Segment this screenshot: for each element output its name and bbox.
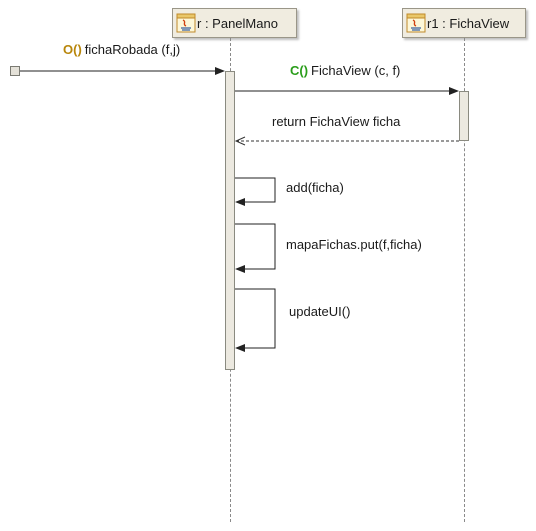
message-label-updateui[interactable]: updateUI() xyxy=(289,304,350,319)
message-arrow-ficharobada xyxy=(20,67,225,75)
activation-bar-panelmano[interactable] xyxy=(225,71,235,370)
message-text: add(ficha) xyxy=(286,180,344,195)
message-text: mapaFichas.put(f,ficha) xyxy=(286,237,422,252)
message-text: fichaRobada (f,j) xyxy=(84,42,181,57)
message-arrow-self-add xyxy=(235,177,276,206)
message-label-put[interactable]: mapaFichas.put(f,ficha) xyxy=(286,237,422,252)
java-class-icon xyxy=(176,13,196,33)
lifeline-fichaview xyxy=(464,38,465,522)
lifeline-header-fichaview[interactable]: r1 : FichaView xyxy=(402,8,526,38)
lifeline-header-panelmano[interactable]: r : PanelMano xyxy=(172,8,297,38)
message-arrow-fichaview-ctor xyxy=(235,87,459,95)
message-text: return FichaView ficha xyxy=(272,114,401,129)
lifeline-label: r : PanelMano xyxy=(197,15,278,31)
message-text: FichaView (c, f) xyxy=(311,63,401,78)
lifeline-label: r1 : FichaView xyxy=(427,15,510,31)
message-label-return[interactable]: return FichaView ficha xyxy=(272,114,400,129)
message-arrow-self-put xyxy=(235,223,276,273)
operation-kind-marker: O() xyxy=(63,42,82,57)
message-text: updateUI() xyxy=(289,304,351,319)
activation-bar-fichaview[interactable] xyxy=(459,91,469,141)
message-label-add[interactable]: add(ficha) xyxy=(286,180,344,195)
constructor-kind-marker: C() xyxy=(290,63,309,78)
java-class-icon xyxy=(406,13,426,33)
message-arrow-self-updateui xyxy=(235,288,276,352)
message-label-fichaview-ctor[interactable]: C()FichaView (c, f) xyxy=(290,63,400,78)
message-label-ficharobada[interactable]: O()fichaRobada (f,j) xyxy=(63,42,180,57)
message-arrow-return xyxy=(234,136,459,146)
found-message-start-node[interactable] xyxy=(10,66,20,76)
